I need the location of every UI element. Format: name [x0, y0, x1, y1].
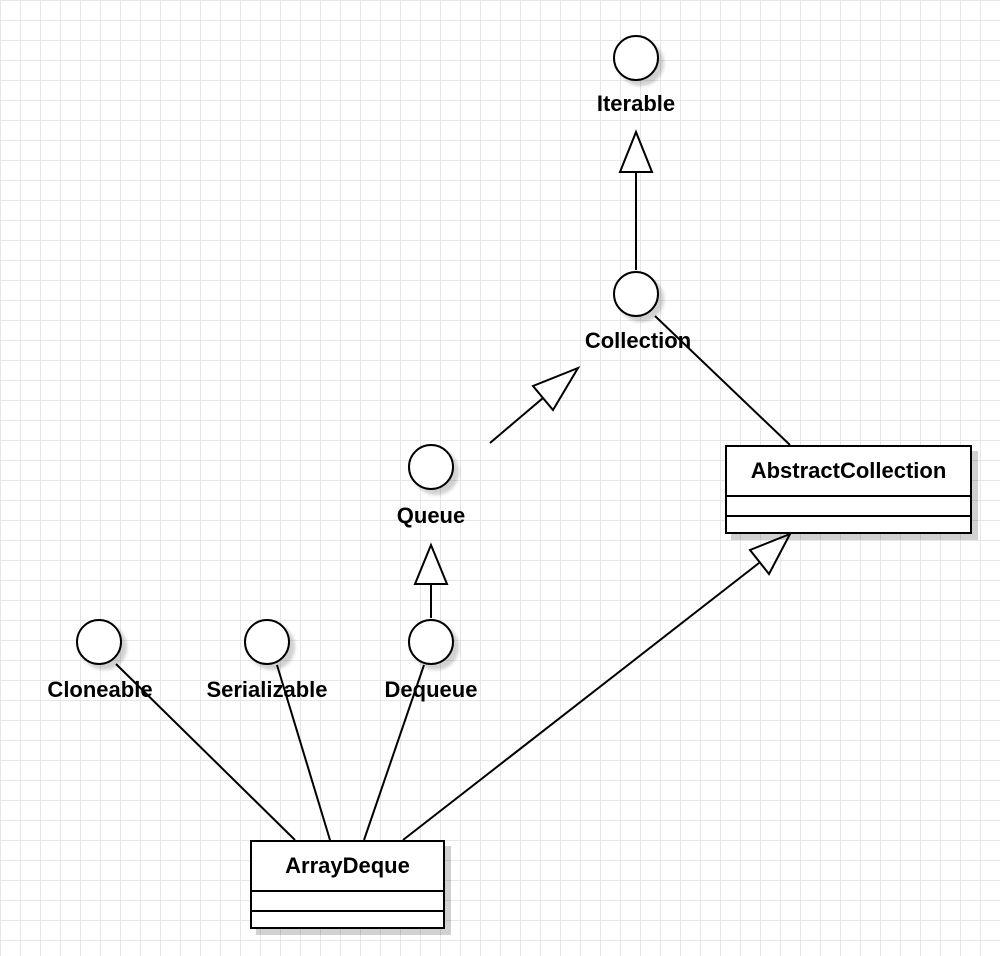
class-name-abstract-collection: AbstractCollection [727, 447, 970, 497]
class-box-array-deque[interactable]: ArrayDeque [250, 840, 445, 929]
interface-circle-queue[interactable] [408, 444, 454, 490]
label-serializable: Serializable [206, 677, 328, 702]
interface-circle-cloneable[interactable] [76, 619, 122, 665]
class-attributes-section [727, 497, 970, 517]
edge-abstractcollection-to-collection [654, 315, 791, 446]
edge-arraydeque-to-dequeue [363, 664, 425, 841]
edge-arraydeque-to-abstractcollection [402, 562, 760, 841]
edge-arraydeque-to-serializable [276, 664, 331, 841]
realization-arrowhead-collection [531, 365, 581, 412]
interface-circle-dequeue[interactable] [408, 619, 454, 665]
class-methods-section [252, 912, 443, 930]
interface-circle-serializable[interactable] [244, 619, 290, 665]
interface-circle-iterable[interactable] [613, 35, 659, 81]
class-name-array-deque: ArrayDeque [252, 842, 443, 892]
generalization-arrowhead-abstractcollection [748, 532, 793, 576]
interface-circle-collection[interactable] [613, 271, 659, 317]
label-cloneable: Cloneable [47, 677, 153, 702]
class-box-abstract-collection[interactable]: AbstractCollection [725, 445, 972, 534]
label-queue: Queue [396, 503, 466, 528]
class-methods-section [727, 517, 970, 535]
edge-queue-to-collection [489, 397, 544, 444]
label-collection: Collection [584, 328, 692, 353]
edge-arraydeque-to-cloneable [115, 663, 296, 841]
label-iterable: Iterable [596, 91, 676, 116]
realization-arrowhead-iterable [618, 129, 654, 173]
realization-arrowhead-queue [413, 542, 449, 585]
class-attributes-section [252, 892, 443, 912]
label-dequeue: Dequeue [384, 677, 478, 702]
